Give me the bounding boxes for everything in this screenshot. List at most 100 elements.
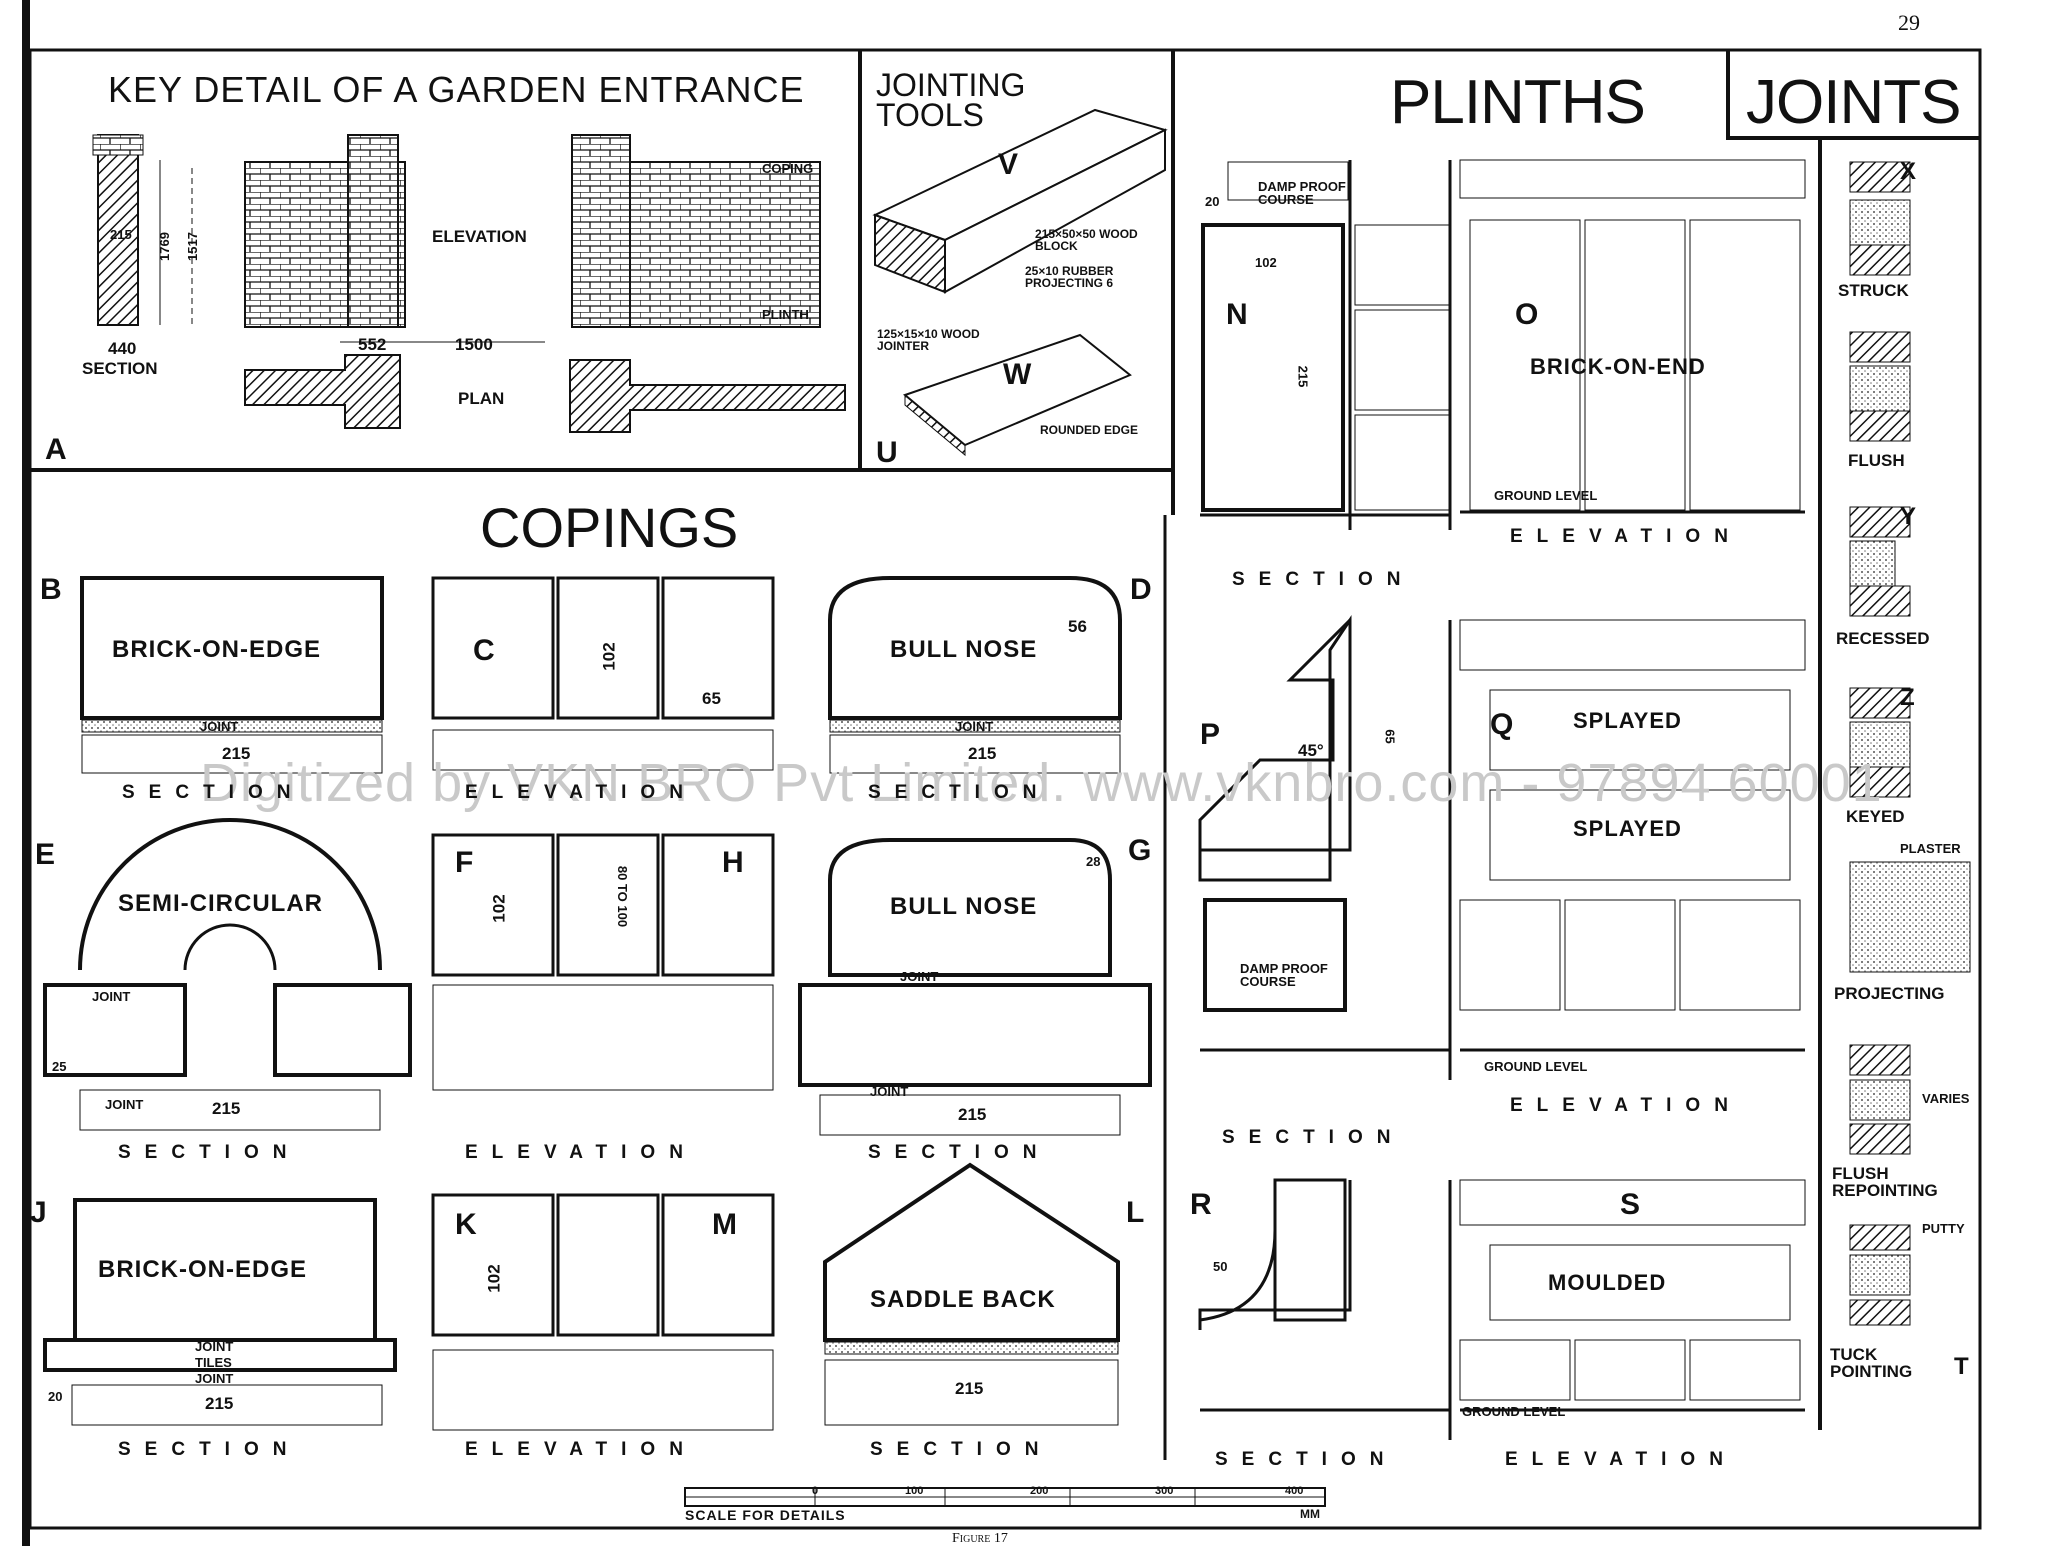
letter-c: C [473,634,495,667]
coping-elevation-caption-2: ELEVATION [465,1142,697,1163]
plinth-elevation-caption-1: ELEVATION [1510,526,1742,547]
coping-dim-102-1: 102 [599,642,619,671]
letter-g: G [1128,834,1152,867]
scale-tick-0: 0 [812,1485,819,1497]
coping-dim-65: 65 [702,689,721,708]
joint-struck: STRUCK [1838,281,1909,300]
plinth-section-caption-1: SECTION [1232,569,1415,590]
letter-d: D [1130,573,1152,606]
dim-552: 552 [358,335,387,354]
garden-entrance-drawing [92,134,846,433]
coping-dim-215-6: 215 [955,1379,984,1398]
figure-caption: Figure 17 [952,1531,1008,1546]
letter-m: M [712,1208,737,1241]
plinth-section-caption-2: SECTION [1222,1127,1405,1148]
brick-on-edge-label-1: BRICK-ON-EDGE [112,636,321,663]
letter-k: K [455,1208,477,1241]
section-label: SECTION [82,359,158,378]
elevation-label: ELEVATION [432,227,527,246]
joints-title: JOINTS [1746,68,1961,137]
plinth-dim-102: 102 [1255,255,1277,270]
coping-label: COPING [762,161,814,176]
letter-z: Z [1900,684,1915,711]
brick-on-end-label: BRICK-ON-END [1530,354,1706,379]
coping-dim-102-2: 102 [489,894,509,923]
coping-dim-215-2: 215 [968,744,997,763]
bull-nose-label-2: BULL NOSE [890,893,1038,920]
bull-nose-label-1: BULL NOSE [890,636,1038,663]
scale-bar-label: SCALE FOR DETAILS [685,1507,846,1523]
letter-p: P [1200,718,1221,751]
joint-label-2: JOINT [955,719,994,734]
joint-keyed: KEYED [1846,807,1905,826]
dim-1769: 1769 [156,232,172,261]
varies-label: VARIES [1922,1091,1970,1106]
copings-drawing [43,576,1152,1431]
plinths-drawing [1198,159,1806,1440]
letter-o: O [1515,298,1539,331]
joint-flush: FLUSH [1848,451,1905,470]
brick-on-edge-label-2: BRICK-ON-EDGE [98,1256,307,1283]
coping-dim-215-3: 215 [212,1099,241,1118]
dpc-top-label: DAMP PROOF COURSE [1258,179,1346,207]
scale-tick-100: 100 [905,1485,924,1497]
letter-u: U [876,436,898,469]
plinth-dim-215: 215 [1295,365,1311,388]
letter-y: Y [1900,503,1917,530]
jointing-tools-drawing [872,108,1168,457]
splayed-label-1: SPLAYED [1573,708,1682,733]
letter-a: A [45,433,67,466]
copings-title: COPINGS [480,496,739,559]
plinth-dim-20: 20 [1205,194,1220,209]
dim-215: 215 [110,227,132,242]
letter-r: R [1190,1188,1212,1221]
scale-bar-unit: MM [1300,1507,1320,1521]
note-rounded-edge: ROUNDED EDGE [1040,423,1139,437]
joint-label-4: JOINT [105,1097,144,1112]
coping-elevation-caption-3: ELEVATION [465,1439,697,1460]
letter-v: V [998,148,1019,181]
ground-level-label-3: GROUND LEVEL [1462,1404,1566,1419]
letter-l: L [1126,1196,1145,1229]
joints-drawing [1849,161,1971,1326]
saddle-back-label: SADDLE BACK [870,1286,1056,1313]
coping-section-caption-1: SECTION [122,782,305,803]
plan-label: PLAN [458,389,505,408]
putty-label: PUTTY [1922,1221,1965,1236]
scale-tick-400: 400 [1285,1485,1304,1497]
coping-dim-25: 25 [52,1059,67,1074]
ground-level-label-1: GROUND LEVEL [1494,488,1598,503]
page-number: 29 [1898,10,1920,35]
page-border [28,48,1982,1530]
scale-bar [684,1487,1326,1507]
garden-entrance-title: KEY DETAIL OF A GARDEN ENTRANCE [108,69,805,110]
scale-tick-200: 200 [1030,1485,1049,1497]
coping-dim-215-4: 215 [958,1105,987,1124]
joint-tuck-pointing: TUCK POINTING [1830,1345,1913,1381]
letter-b: B [40,573,62,606]
coping-dim-80-100: 80 TO 100 [615,865,631,928]
joint-label-3: JOINT [92,989,131,1004]
coping-dim-28: 28 [1086,854,1101,869]
plaster-label: PLASTER [1900,841,1961,856]
coping-dim-20: 20 [48,1389,63,1404]
watermark-text: Digitized by VKN BRO Pvt Limited. www.vk… [200,753,1883,813]
jointing-tools-title: JOINTING TOOLS [876,67,1026,134]
ground-level-label-2: GROUND LEVEL [1484,1059,1588,1074]
plinth-section-caption-3: SECTION [1215,1449,1398,1470]
dim-1500: 1500 [455,335,493,354]
coping-section-caption-2: SECTION [868,782,1051,803]
note-jointer: 125×15×10 WOOD JOINTER [877,327,980,353]
letter-h: H [722,846,744,879]
coping-section-caption-5: SECTION [118,1439,301,1460]
letter-e: E [35,838,56,871]
tiles-label: TILES [195,1355,232,1370]
coping-section-caption-3: SECTION [118,1142,301,1163]
joint-label-8: JOINT [195,1371,234,1386]
plinth-label: PLINTH [762,307,809,322]
coping-elevation-caption-1: ELEVATION [465,782,697,803]
plinths-title: PLINTHS [1390,68,1646,137]
scale-tick-300: 300 [1155,1485,1174,1497]
joint-flush-repointing: FLUSH REPOINTING [1832,1164,1938,1200]
